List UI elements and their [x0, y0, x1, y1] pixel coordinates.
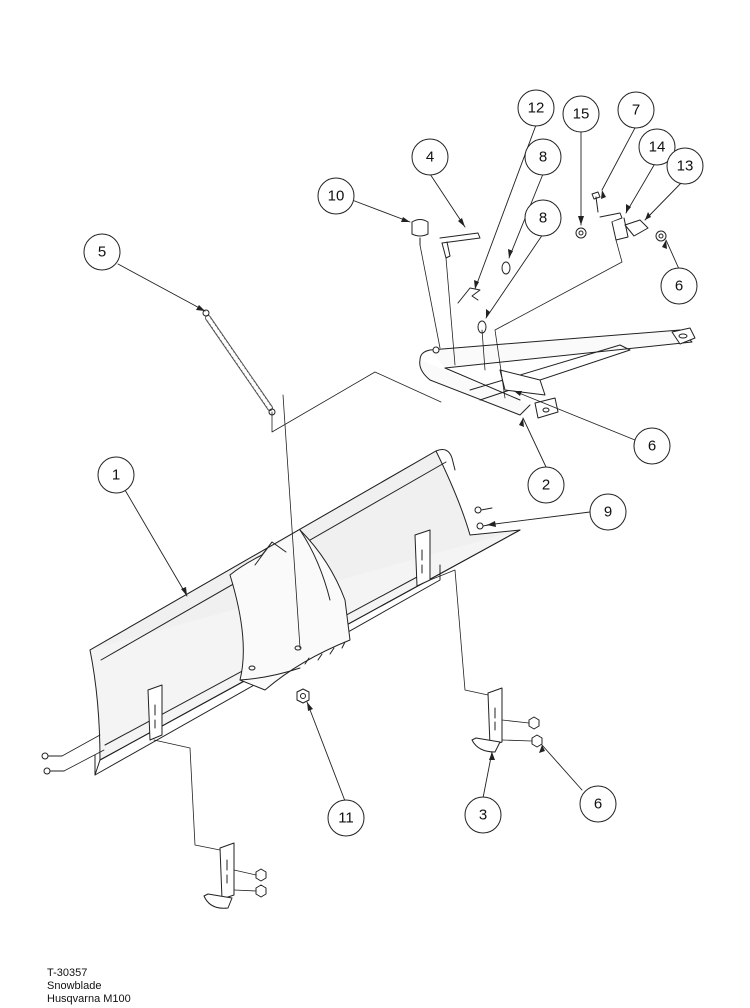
callout-circle	[524, 199, 562, 237]
pin-part	[439, 232, 481, 259]
spring-part	[202, 309, 276, 416]
callout-number: 10	[328, 188, 345, 205]
callout-number: 12	[528, 100, 545, 117]
callout-circle	[589, 493, 627, 531]
callout-number: 6	[675, 278, 683, 295]
callout-number: 11	[338, 810, 354, 827]
callout-circle	[579, 785, 617, 823]
callout-13: 13	[666, 147, 704, 185]
callout-circle	[666, 147, 704, 185]
callout-8: 8	[524, 138, 562, 176]
assembly-lines	[61, 239, 623, 892]
callout-number: 13	[677, 158, 694, 175]
callout-circle	[633, 427, 671, 465]
callout-circle	[97, 456, 135, 494]
callout-7: 7	[617, 91, 655, 129]
callout-number: 15	[573, 106, 590, 123]
callout-number: 1	[112, 467, 120, 484]
callout-6: 6	[660, 267, 698, 305]
callout-circle	[660, 267, 698, 305]
callout-number: 14	[649, 139, 666, 156]
callout-number: 2	[542, 477, 550, 494]
callout-number: 5	[98, 244, 106, 261]
callout-number: 6	[648, 438, 656, 455]
callout-circle	[464, 796, 502, 834]
callout-5: 5	[83, 233, 121, 271]
callout-number: 9	[604, 504, 612, 521]
drawing-code: T-30357	[47, 967, 88, 979]
callout-number: 8	[539, 149, 547, 166]
callout-10: 10	[317, 177, 355, 215]
o-ring-part	[477, 261, 511, 334]
callout-3: 3	[464, 796, 502, 834]
callout-number: 6	[594, 796, 602, 813]
callout-8: 8	[524, 199, 562, 237]
callout-circle	[524, 138, 562, 176]
clip-part	[457, 287, 481, 304]
drawing-model: Husqvarna M100	[47, 993, 131, 1005]
callout-11: 11	[327, 799, 365, 837]
drawing-title: Snowblade	[47, 980, 102, 992]
callout-number: 4	[426, 149, 434, 166]
callout-circle	[527, 466, 565, 504]
callout-circle	[83, 233, 121, 271]
lower-bracket-right	[471, 687, 543, 753]
callout-9: 9	[589, 493, 627, 531]
callout-number: 3	[479, 807, 487, 824]
callout-6: 6	[633, 427, 671, 465]
callout-14: 14	[638, 128, 676, 166]
arrowheads	[181, 190, 667, 760]
callout-12: 12	[517, 89, 555, 127]
callout-number: 7	[632, 102, 640, 119]
bolt-part	[411, 219, 429, 246]
callout-6: 6	[579, 785, 617, 823]
callout-1: 1	[97, 456, 135, 494]
callout-circle	[517, 89, 555, 127]
push-frame-part	[419, 327, 696, 419]
callout-number: 8	[539, 210, 547, 227]
callout-4: 4	[411, 138, 449, 176]
callout-circle	[411, 138, 449, 176]
callout-circle	[562, 95, 600, 133]
bracket-hardware	[575, 191, 667, 242]
callout-circle	[617, 91, 655, 129]
callout-15: 15	[562, 95, 600, 133]
callout-2: 2	[527, 466, 565, 504]
callout-circle	[317, 177, 355, 215]
drawing-caption: T-30357 Snowblade Husqvarna M100	[47, 967, 131, 1006]
callout-circle	[638, 128, 676, 166]
lower-bracket-left	[203, 842, 267, 909]
snow-blade-part	[41, 449, 521, 776]
callout-circle	[327, 799, 365, 837]
callout-leaders	[117, 124, 686, 802]
